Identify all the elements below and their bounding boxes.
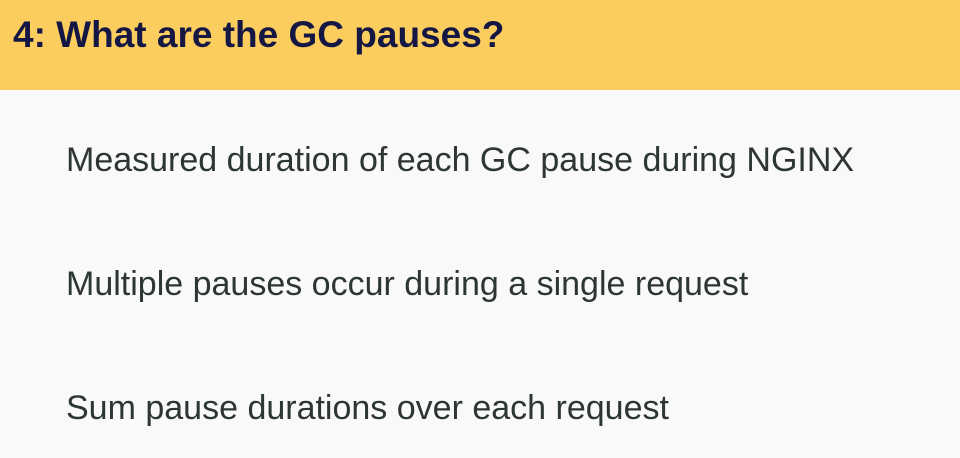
- bullet-item: Measured duration of each GC pause durin…: [66, 141, 855, 179]
- bullet-item: Multiple pauses occur during a single re…: [66, 265, 749, 303]
- bullet-item: Sum pause durations over each request: [66, 389, 669, 427]
- slide-title: 4: What are the GC pauses?: [13, 14, 505, 55]
- title-bar: 4: What are the GC pauses?: [0, 0, 960, 90]
